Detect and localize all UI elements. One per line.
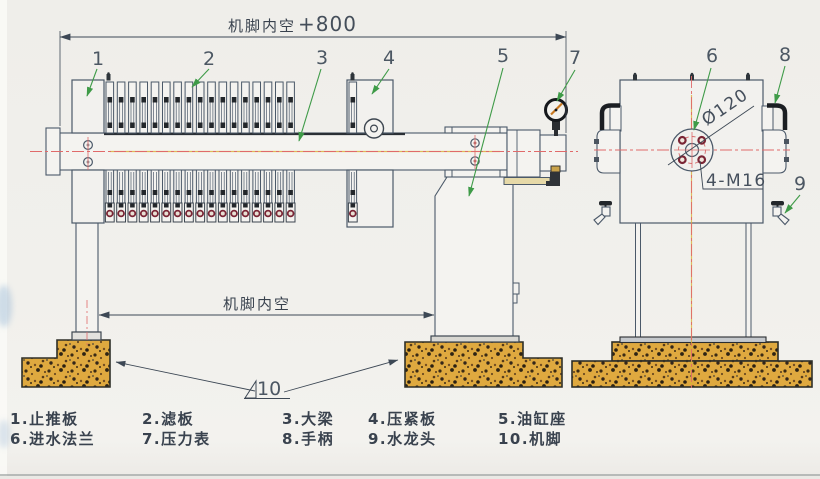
callout-10: 10 [257,378,282,400]
legend-item-3: 3.大梁 [282,410,335,428]
callout-2: 2 [203,48,216,70]
handle-left-icon [599,103,620,130]
callout-leaders-side [693,65,801,214]
callout-3: 3 [316,47,329,69]
page-edge [0,0,7,479]
flange-dim-lines [667,105,763,190]
flange-bolts-label: 4-M16 [706,171,767,191]
oil-pipe [503,165,561,186]
dim-top-value: +800 [298,12,357,36]
legend-item-10: 10.机脚 [498,430,563,448]
side-legs [619,222,767,344]
legend-item-2: 2.滤板 [142,410,195,428]
dim-top [59,31,567,133]
callout-10-leader [115,359,399,399]
legend-item-6: 6.进水法兰 [10,430,96,448]
oil-cylinder [506,129,567,178]
thrust-plate [71,72,111,224]
callout-6: 6 [706,45,719,67]
side-view [571,65,813,388]
inlet-flange [670,128,714,172]
callout-9: 9 [794,173,807,195]
filter-plates-bottom [104,169,296,223]
dim-bottom-label: 机脚内空 [223,295,292,313]
legend-item-8: 8.手柄 [282,430,335,448]
legend-item-1: 1.止推板 [10,410,79,428]
filter-plates-top [105,81,295,134]
pressure-gauge [544,98,568,136]
legend-item-4: 4.压紧板 [368,410,437,428]
scan-smudge [0,285,12,327]
front-view [21,31,578,399]
legend-item-5: 5.油缸座 [498,410,567,428]
callout-leaders-front [86,67,576,197]
side-slab-left [594,105,622,174]
callout-5: 5 [497,45,510,67]
tap-right [771,201,790,226]
cylinder-stand [430,176,520,343]
foundation-middle [404,341,563,388]
callout-7: 7 [569,47,582,69]
centerline-front [30,150,578,345]
pressing-plate [346,72,394,228]
side-slab-right [761,105,789,174]
dim-top-label: 机脚内空+800 [228,12,357,36]
legend-item-7: 7.压力表 [142,430,211,448]
callout-1: 1 [92,48,105,70]
tap-left [593,201,612,226]
dim-top-text: 机脚内空 [228,17,297,35]
foundation-left [21,339,111,388]
machine-foot-leg [71,222,102,341]
scan-smudge-2 [0,420,10,448]
handle-right-icon [767,103,788,130]
callout-8: 8 [779,44,792,66]
callout-4: 4 [383,47,396,69]
page-bottom-edge [0,474,820,476]
page-bottom-paper [0,476,820,479]
legend-item-9: 9.水龙头 [368,430,437,448]
